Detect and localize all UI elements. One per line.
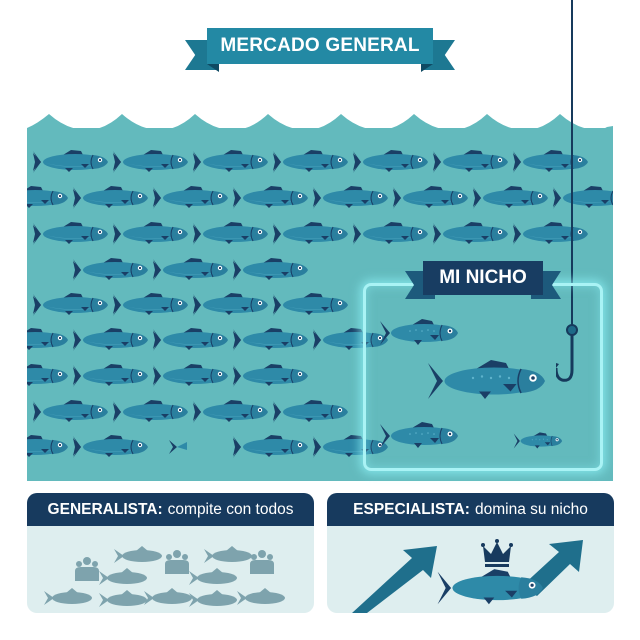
crown-icon <box>481 539 513 567</box>
mercado-general-banner: MERCADO GENERAL <box>185 28 455 72</box>
generalist-label-rest: compite con todos <box>167 500 294 518</box>
specialist-panel: ESPECIALISTA: domina su nicho <box>327 493 614 613</box>
people-group-icon-1 <box>75 557 99 581</box>
niche-fish-top <box>379 318 459 346</box>
crowd-illustration <box>44 546 285 607</box>
fish-row-1 <box>32 149 589 174</box>
banner-title: MERCADO GENERAL <box>207 28 433 64</box>
niche-title: MI NICHO <box>423 261 543 295</box>
specialist-label-rest: domina su nicho <box>474 500 588 518</box>
specialist-label-bold: ESPECIALISTA: <box>353 500 470 518</box>
people-group-icon-3 <box>250 550 274 574</box>
specialist-illustration <box>352 539 583 613</box>
banner-fold-right <box>421 64 433 72</box>
fishing-hook-icon <box>556 324 578 382</box>
generalist-panel: GENERALISTA: compite con todos <box>27 493 314 613</box>
niche-fish-bottom-small <box>513 432 563 449</box>
niche-fish-bottom-left <box>379 421 459 449</box>
water-waves <box>27 114 613 132</box>
fishing-line <box>571 0 573 328</box>
banner-fold-left <box>207 64 219 72</box>
arrow-up-right-icon-left <box>352 546 437 613</box>
specialist-header: ESPECIALISTA: domina su nicho <box>327 493 614 526</box>
people-group-icon-2 <box>165 550 189 574</box>
specialist-fish-icon <box>437 569 543 605</box>
niche-fish-hooked <box>427 359 546 400</box>
generalist-header: GENERALISTA: compite con todos <box>27 493 314 526</box>
generalist-label-bold: GENERALISTA: <box>47 500 163 518</box>
fish-school <box>0 149 629 459</box>
mi-nicho-banner: MI NICHO <box>405 261 561 301</box>
sea-area <box>0 128 629 481</box>
